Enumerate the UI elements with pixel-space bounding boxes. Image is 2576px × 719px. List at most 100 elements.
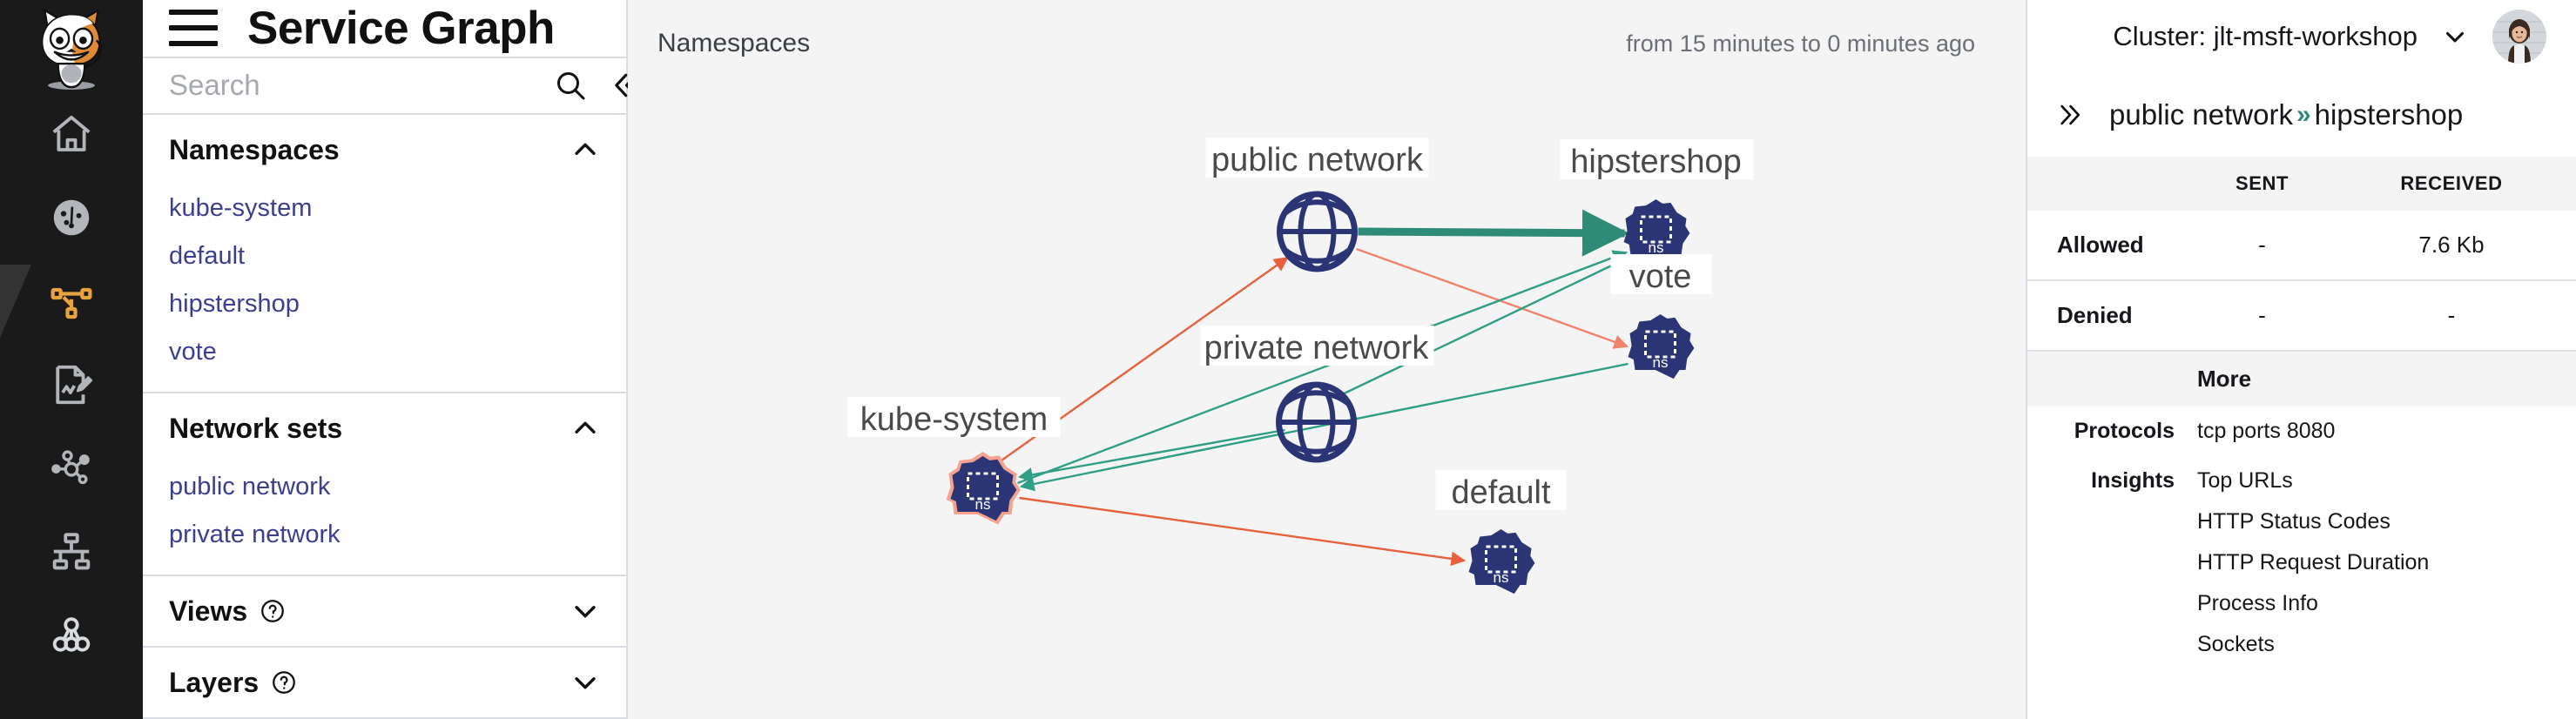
section-header-network-sets[interactable]: Network sets	[143, 393, 626, 463]
graph-node-kube-system[interactable]: kube-system ns	[847, 397, 1061, 527]
graph-node-label-vote: vote	[1629, 259, 1692, 295]
search-row	[143, 56, 637, 115]
sidebar-item-hipstershop[interactable]: hipstershop	[169, 290, 300, 318]
avatar[interactable]	[2492, 10, 2546, 64]
cell-allowed-received: 7.6 Kb	[2326, 211, 2576, 281]
graph-node-hipstershop[interactable]: hipstershop ns	[1560, 139, 1754, 266]
graph-node-label-private-network: private network	[1204, 330, 1430, 366]
details-title: public network » hipstershop	[2109, 98, 2463, 131]
column-header-received: RECEIVED	[2326, 157, 2576, 211]
search-icon[interactable]	[548, 63, 593, 108]
insight-process-info[interactable]: Process Info	[2197, 591, 2318, 615]
service-graph-svg[interactable]: public network hipstershop	[628, 87, 2026, 719]
details-arrow-icon: »	[2296, 100, 2311, 129]
insights-row: Insights Top URLs HTTP Status Codes HTTP…	[2027, 456, 2576, 669]
insight-http-status-codes[interactable]: HTTP Status Codes	[2197, 509, 2391, 534]
rail-item-dashboard[interactable]	[0, 176, 143, 259]
more-section-header[interactable]: More	[2027, 352, 2576, 407]
sidebar-item-kube-system[interactable]: kube-system	[169, 194, 313, 222]
table-row-allowed: Allowed - 7.6 Kb	[2027, 211, 2576, 281]
traffic-stats-body: Allowed - 7.6 Kb Denied - -	[2027, 211, 2576, 352]
sidebar-item-default[interactable]: default	[169, 242, 246, 270]
ns-badge: ns	[1494, 569, 1509, 586]
section-header-layers[interactable]: Layers	[143, 648, 626, 717]
time-range-label[interactable]: from 15 minutes to 0 minutes ago	[1626, 30, 1975, 57]
top-right-controls: Cluster: jlt-msft-workshop	[2113, 0, 2576, 73]
sidebar-item-private-network[interactable]: private network	[169, 521, 341, 548]
graph-node-public-network[interactable]: public network	[1205, 138, 1429, 272]
sitemap-hierarchy-icon	[52, 533, 91, 570]
ns-badge: ns	[1653, 354, 1669, 371]
dashboard-gauge-icon	[53, 199, 90, 236]
edge-public-network-to-hipstershop[interactable]	[1358, 209, 1629, 257]
namespace-node-icon: ns	[1628, 314, 1695, 380]
help-circle-icon[interactable]	[260, 598, 286, 624]
left-panel: Service Graph Namespaces	[143, 0, 637, 719]
details-source[interactable]: public network	[2109, 98, 2293, 131]
chevron-down-icon[interactable]	[570, 668, 600, 697]
edge-private-network-to-kube-system[interactable]	[1017, 428, 1285, 482]
home-icon	[52, 115, 91, 151]
traffic-stats-table: SENT RECEIVED Allowed - 7.6 Kb Denied - …	[2027, 157, 2576, 352]
rail-item-service-graph[interactable]	[0, 259, 143, 343]
page-title: Service Graph	[247, 2, 555, 54]
rail-item-cluster[interactable]	[0, 594, 143, 677]
rail-item-nodes[interactable]	[0, 427, 143, 510]
graph-canvas[interactable]: public network hipstershop	[628, 87, 2026, 719]
sidebar-item-vote[interactable]: vote	[169, 338, 217, 366]
help-circle-icon[interactable]	[271, 669, 297, 695]
ns-badge: ns	[1649, 239, 1664, 256]
edge-kube-system-to-hipstershop[interactable]	[1017, 250, 1629, 485]
section-layers: Layers	[143, 648, 626, 719]
protocols-key: Protocols	[2074, 419, 2175, 443]
globe-icon	[1276, 381, 1357, 463]
graph-node-default[interactable]: default ns	[1435, 470, 1567, 596]
chevron-down-icon[interactable]	[2440, 22, 2470, 51]
cluster-selector-label[interactable]: Cluster: jlt-msft-workshop	[2113, 21, 2418, 51]
graph-node-label-hipstershop: hipstershop	[1570, 144, 1741, 180]
insight-http-request-duration[interactable]: HTTP Request Duration	[2197, 550, 2430, 575]
protocols-value: tcp ports 8080	[2197, 419, 2336, 443]
sidebar-item-public-network[interactable]: public network	[169, 473, 331, 501]
graph-nodes: public network hipstershop	[847, 138, 1754, 596]
details-header: public network » hipstershop	[2027, 73, 2576, 157]
policies-document-edit-icon	[56, 365, 93, 405]
rail-item-endpoints[interactable]	[0, 510, 143, 594]
section-network-sets: Network sets public network private netw…	[143, 393, 626, 576]
graph-node-vote[interactable]: vote ns	[1610, 254, 1712, 381]
edge-kube-system-to-default[interactable]	[1019, 496, 1467, 567]
graph-node-label-public-network: public network	[1211, 142, 1424, 178]
details-panel-spacer	[2027, 0, 2576, 73]
rail-item-home[interactable]	[0, 92, 143, 176]
globe-icon	[1277, 191, 1358, 272]
details-panel: public network » hipstershop SENT RECEIV…	[2027, 0, 2576, 719]
chevron-down-icon[interactable]	[570, 596, 600, 626]
section-title-namespaces: Namespaces	[169, 133, 340, 165]
cat-logo-icon[interactable]	[30, 5, 113, 92]
section-header-namespaces[interactable]: Namespaces	[143, 115, 626, 185]
section-header-views[interactable]: Views	[143, 576, 626, 646]
edge-vote-to-kube-system[interactable]	[1019, 362, 1629, 492]
search-input[interactable]	[169, 69, 539, 103]
chevron-double-right-icon[interactable]	[2057, 100, 2087, 130]
section-namespaces: Namespaces kube-system default hipstersh…	[143, 115, 626, 393]
insight-sockets[interactable]: Sockets	[2197, 632, 2275, 656]
graph-toolbar: Namespaces from 15 minutes to 0 minutes …	[628, 0, 2026, 87]
insights-key: Insights	[2091, 468, 2175, 493]
column-header-sent: SENT	[2197, 157, 2327, 211]
table-header-row: SENT RECEIVED	[2027, 157, 2576, 211]
hamburger-menu-icon[interactable]	[169, 10, 218, 47]
graph-node-private-network[interactable]: private network	[1200, 326, 1434, 463]
graph-panel: Namespaces from 15 minutes to 0 minutes …	[628, 0, 2027, 719]
chevron-up-icon[interactable]	[570, 135, 600, 165]
insight-top-urls[interactable]: Top URLs	[2197, 468, 2293, 493]
edge-private-network-to-hipstershop[interactable]	[1343, 256, 1630, 395]
service-graph-icon	[51, 287, 92, 319]
insights-list: Top URLs HTTP Status Codes HTTP Request …	[2197, 468, 2429, 657]
chevron-up-icon[interactable]	[570, 413, 600, 443]
details-target[interactable]: hipstershop	[2314, 98, 2464, 131]
rail-item-policies[interactable]	[0, 343, 143, 427]
edge-public-network-to-vote[interactable]	[1356, 247, 1629, 349]
namespace-node-icon: ns	[1623, 199, 1690, 265]
breadcrumb[interactable]: Namespaces	[657, 29, 811, 57]
